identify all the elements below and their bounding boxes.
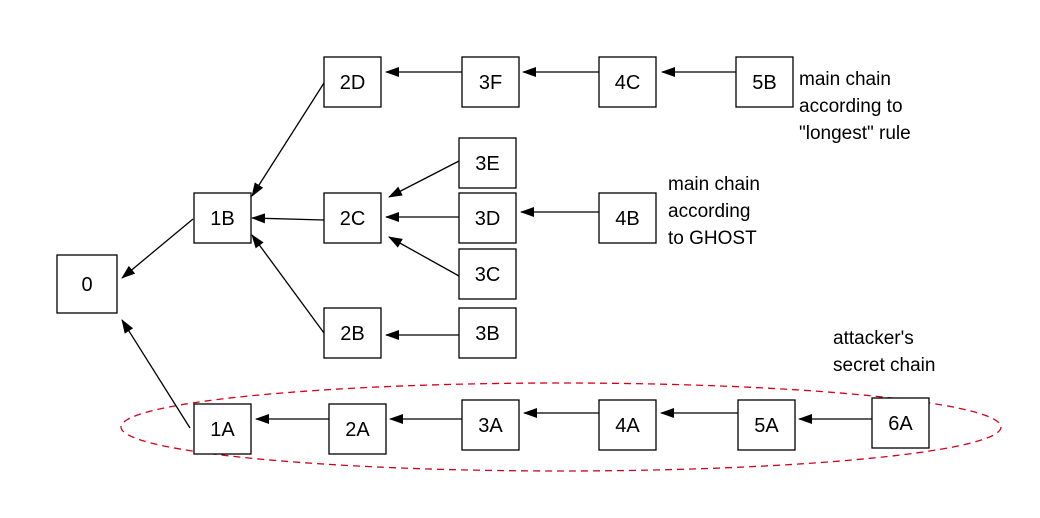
- block-label: 3B: [475, 323, 499, 345]
- block-label: 2D: [340, 72, 366, 94]
- block-box: [458, 192, 517, 244]
- block-box: [193, 192, 252, 244]
- block-box: [598, 399, 657, 451]
- block-3b: 3B: [458, 307, 517, 359]
- attacker-line-1: attacker's: [833, 328, 914, 349]
- block-label: 0: [81, 274, 92, 296]
- block-box: [323, 56, 382, 108]
- block-4c: 4C: [598, 56, 657, 108]
- arrow-1a-to-0: [121, 319, 191, 429]
- block-box: [56, 254, 118, 314]
- longest-rule-line-3: "longest" rule: [799, 123, 911, 144]
- arrow-2b-to-1b: [251, 234, 325, 334]
- block-5b: 5B: [735, 56, 794, 108]
- block-4b: 4B: [598, 192, 657, 244]
- block-box: [735, 56, 794, 108]
- block-label: 5B: [752, 72, 776, 94]
- block-label: 3C: [475, 264, 501, 286]
- arrow-2c-to-1b: [251, 213, 325, 224]
- block-4a: 4A: [598, 399, 657, 451]
- block-3f: 3F: [461, 56, 520, 108]
- arrow-2d-to-1b: [251, 82, 325, 197]
- block-box: [598, 192, 657, 244]
- block-0: 0: [56, 254, 118, 314]
- block-1b: 1B: [193, 192, 252, 244]
- block-label: 4B: [615, 208, 639, 230]
- block-6a: 6A: [871, 397, 930, 449]
- block-box: [323, 192, 382, 244]
- block-3a: 3A: [461, 399, 520, 451]
- longest-rule-line-1: main chain: [799, 69, 891, 90]
- block-box: [598, 56, 657, 108]
- block-box: [323, 307, 382, 359]
- block-box: [871, 397, 930, 449]
- block-label: 1B: [210, 208, 234, 230]
- block-box: [458, 307, 517, 359]
- block-box: [461, 399, 520, 451]
- block-2c: 2C: [323, 192, 382, 244]
- block-box: [458, 137, 517, 189]
- block-label: 4A: [615, 415, 640, 437]
- ghost-rule-line-1: main chain: [668, 174, 760, 195]
- attacker-annotation: attacker's secret chain: [833, 328, 935, 376]
- ghost-rule-line-3: to GHOST: [668, 228, 757, 249]
- block-2a: 2A: [328, 403, 387, 455]
- block-label: 3A: [478, 415, 503, 437]
- block-2b: 2B: [323, 307, 382, 359]
- block-3e: 3E: [458, 137, 517, 189]
- longest-rule-annotation: main chain according to "longest" rule: [799, 69, 911, 144]
- block-box: [193, 403, 252, 455]
- block-box: [458, 248, 517, 300]
- longest-rule-line-2: according to: [799, 96, 903, 117]
- block-5a: 5A: [737, 399, 796, 451]
- block-label: 2B: [340, 323, 364, 345]
- ghost-rule-line-2: according: [668, 201, 750, 222]
- block-2d: 2D: [323, 56, 382, 108]
- nodes: 0 1A 1B 2A 2B 2C 2D 3A 3B 3C 3D 3E 3F 4A 4B 4C 5A 5B 6A: [56, 56, 930, 455]
- block-label: 3D: [475, 208, 501, 230]
- block-label: 5A: [754, 415, 779, 437]
- arrow-1b-to-0: [121, 218, 194, 279]
- block-box: [737, 399, 796, 451]
- block-label: 1A: [210, 419, 235, 441]
- arrow-3c-to-2c: [388, 236, 460, 277]
- block-label: 2A: [345, 419, 370, 441]
- attacker-secret-chain-outline: [120, 382, 1002, 472]
- arrow-3e-to-2c: [388, 160, 460, 198]
- block-label: 2C: [340, 208, 366, 230]
- block-box: [328, 403, 387, 455]
- block-label: 6A: [888, 413, 913, 435]
- block-box: [461, 56, 520, 108]
- ghost-rule-annotation: main chain according to GHOST: [668, 174, 765, 249]
- block-label: 3F: [479, 72, 502, 94]
- block-3c: 3C: [458, 248, 517, 300]
- block-1a: 1A: [193, 403, 252, 455]
- block-3d: 3D: [458, 192, 517, 244]
- attacker-line-2: secret chain: [833, 355, 935, 376]
- block-label: 3E: [475, 153, 499, 175]
- block-label: 4C: [615, 72, 641, 94]
- edges: [121, 67, 872, 429]
